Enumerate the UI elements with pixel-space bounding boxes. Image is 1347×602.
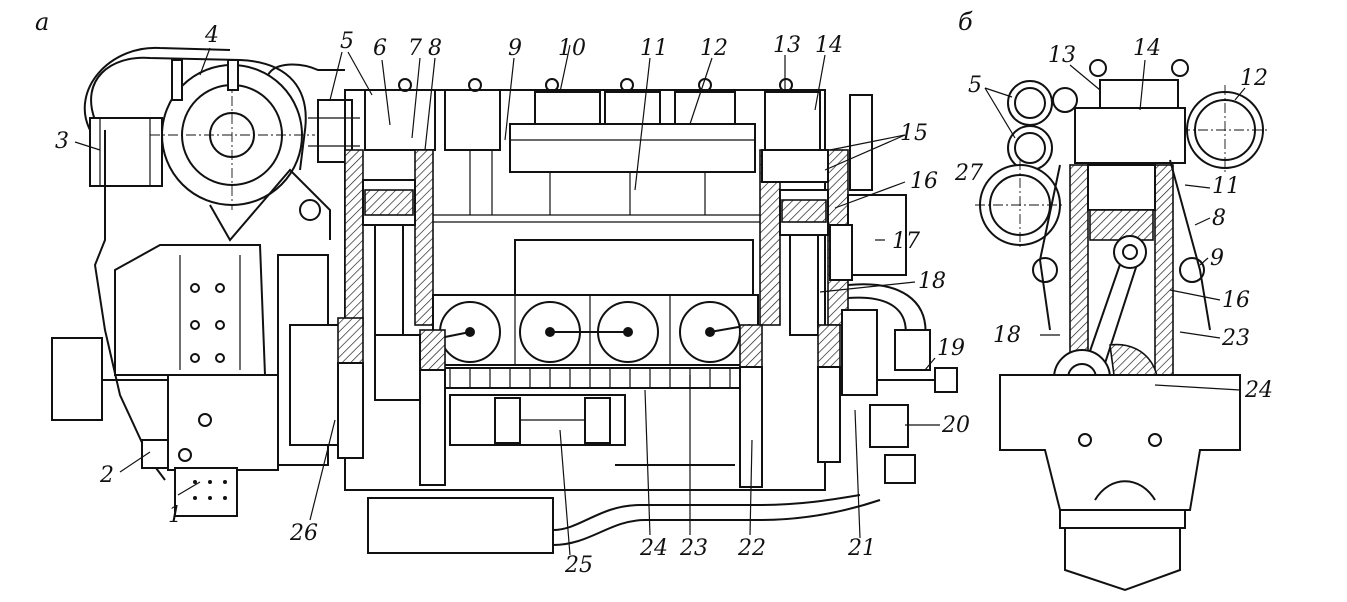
label-a-11: 11 (640, 36, 668, 61)
label-b-12: 12 (1240, 66, 1268, 91)
label-a-12: 12 (700, 36, 728, 61)
label-b-16: 16 (1222, 288, 1250, 313)
label-a-21: 21 (847, 536, 876, 561)
label-b-9: 9 (1210, 246, 1224, 271)
label-b-14: 14 (1133, 36, 1161, 61)
label-a-4: 4 (204, 23, 219, 48)
label-b-27: 27 (954, 161, 983, 186)
label-b-23: 23 (1221, 326, 1250, 351)
label-a-8: 8 (428, 36, 442, 61)
leader-lines (74, 44, 1246, 556)
label-a-23: 23 (679, 536, 708, 561)
label-a-17: 17 (892, 229, 920, 254)
label-a-18: 18 (918, 269, 946, 294)
labels-view-a: 1 2 3 4 5 6 7 8 9 10 11 12 13 14 15 16 1… (55, 23, 970, 578)
label-a-1: 1 (168, 503, 182, 528)
view-label-a: а (35, 8, 49, 36)
view-label-b: б (958, 8, 973, 36)
labels-view-b: 5 13 14 12 27 11 8 9 16 18 23 24 (954, 36, 1273, 403)
label-b-18: 18 (993, 323, 1021, 348)
label-a-14: 14 (815, 33, 843, 58)
label-b-11: 11 (1212, 174, 1240, 199)
label-a-7: 7 (408, 36, 422, 61)
view-a-drawing (51, 46, 958, 554)
label-b-24: 24 (1244, 378, 1273, 403)
label-a-3: 3 (55, 129, 69, 154)
label-a-6: 6 (373, 36, 387, 61)
label-a-25: 25 (564, 553, 593, 578)
label-a-22: 22 (737, 536, 766, 561)
label-a-15: 15 (900, 121, 928, 146)
label-a-16: 16 (910, 169, 938, 194)
label-a-2: 2 (99, 463, 114, 488)
label-a-20: 20 (941, 413, 970, 438)
label-b-5: 5 (968, 73, 982, 98)
view-b-drawing (975, 59, 1270, 592)
label-a-5: 5 (340, 29, 354, 54)
label-a-26: 26 (289, 521, 318, 546)
label-a-24: 24 (639, 536, 668, 561)
label-a-19: 19 (937, 336, 965, 361)
label-a-10: 10 (558, 36, 586, 61)
label-a-13: 13 (773, 33, 801, 58)
label-a-9: 9 (508, 36, 522, 61)
label-b-13: 13 (1048, 43, 1076, 68)
label-b-8: 8 (1212, 206, 1226, 231)
